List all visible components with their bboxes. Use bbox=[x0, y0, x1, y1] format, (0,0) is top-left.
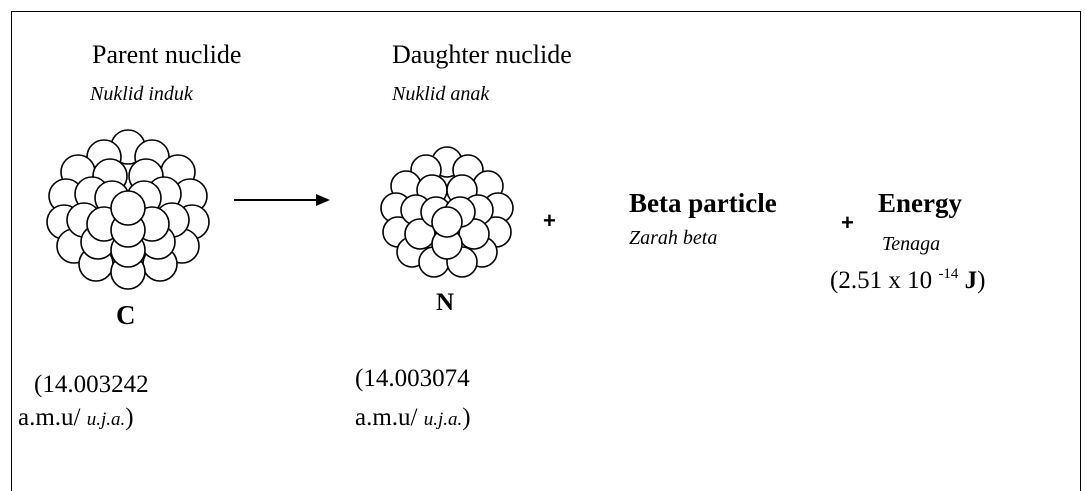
daughter-nucleus-illustration bbox=[380, 146, 514, 278]
daughter-mass-value: (14.003074 bbox=[355, 365, 470, 392]
plus-sign-1: + bbox=[543, 208, 556, 233]
diagram-frame bbox=[11, 11, 1081, 491]
energy-exponent: -14 bbox=[938, 266, 959, 282]
parent-subtitle: Nuklid induk bbox=[90, 83, 193, 105]
plus-sign-2: + bbox=[841, 210, 854, 235]
energy-title: Energy bbox=[878, 188, 962, 218]
daughter-mass-unit: a.m.u/ u.j.a.) bbox=[355, 404, 471, 431]
daughter-subtitle: Nuklid anak bbox=[392, 83, 490, 105]
beta-title: Beta particle bbox=[629, 188, 777, 218]
parent-mass-unit: a.m.u/ u.j.a.) bbox=[18, 404, 134, 431]
parent-nucleus-illustration bbox=[46, 129, 210, 290]
parent-title: Parent nuclide bbox=[92, 40, 242, 69]
parent-mass-value: (14.003242 bbox=[34, 371, 149, 398]
reaction-arrow bbox=[234, 194, 330, 206]
parent-symbol: C bbox=[116, 300, 136, 330]
energy-value: (2.51 x 10 -14 J) bbox=[830, 266, 986, 294]
beta-subtitle: Zarah beta bbox=[629, 227, 718, 249]
daughter-title: Daughter nuclide bbox=[392, 40, 572, 69]
energy-subtitle: Tenaga bbox=[882, 233, 941, 255]
daughter-symbol: N bbox=[436, 289, 455, 316]
